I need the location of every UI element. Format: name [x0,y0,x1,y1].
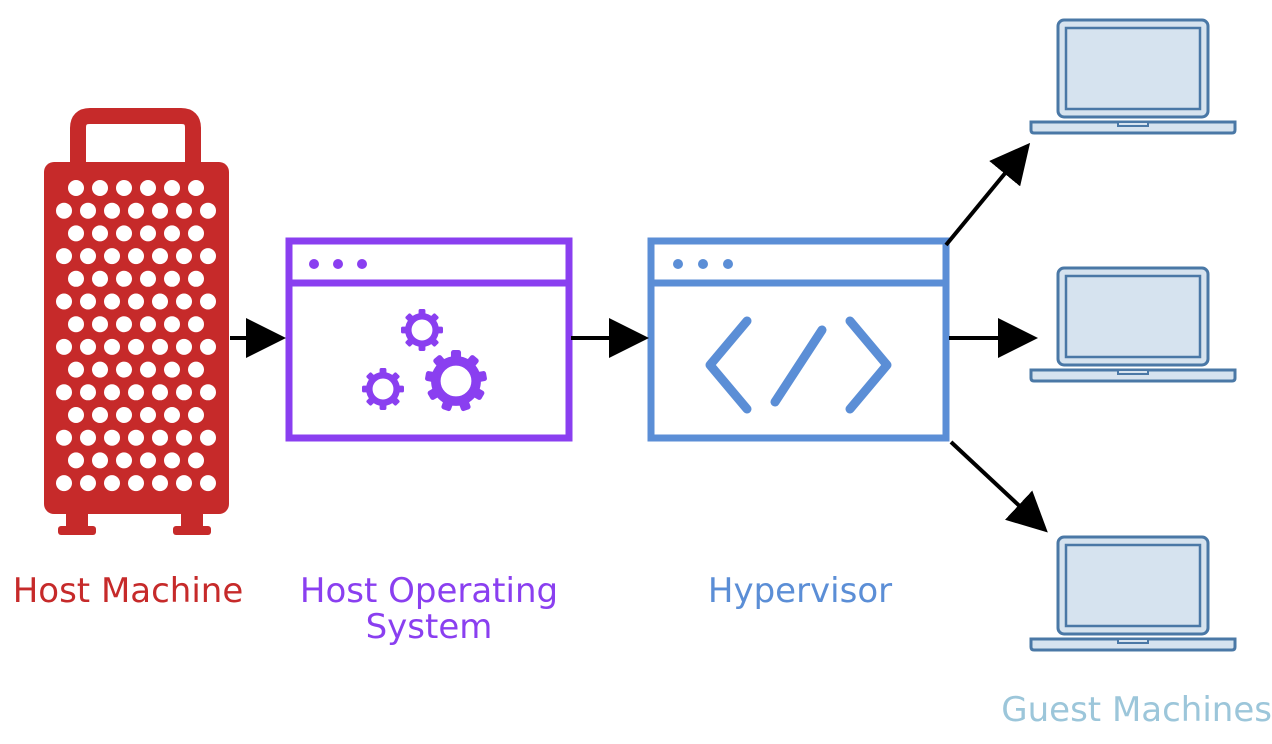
laptop-icon [1029,266,1237,383]
tower-computer-icon [44,108,229,535]
arrow-hypervisor-to-guest-top [944,142,1031,247]
guest-machines-label: Guest Machines [1001,690,1272,730]
laptop-icon [1029,535,1237,652]
gear-icon [425,350,487,412]
host-os-label-line1: Host Operating [299,571,559,611]
gear-icon [401,309,443,351]
arrow-hypervisor-to-guest-bottom [949,440,1048,533]
hypervisor-label: Hypervisor [707,571,893,611]
code-window-icon [647,237,950,442]
gears-window-icon [285,237,573,442]
host-machine-label: Host Machine [12,571,244,611]
gear-icon [362,368,404,410]
host-os-label: Host Operating System [270,573,588,645]
host-os-label-line2: System [365,607,493,647]
arrows [230,142,1048,533]
laptop-icon [1029,18,1237,135]
